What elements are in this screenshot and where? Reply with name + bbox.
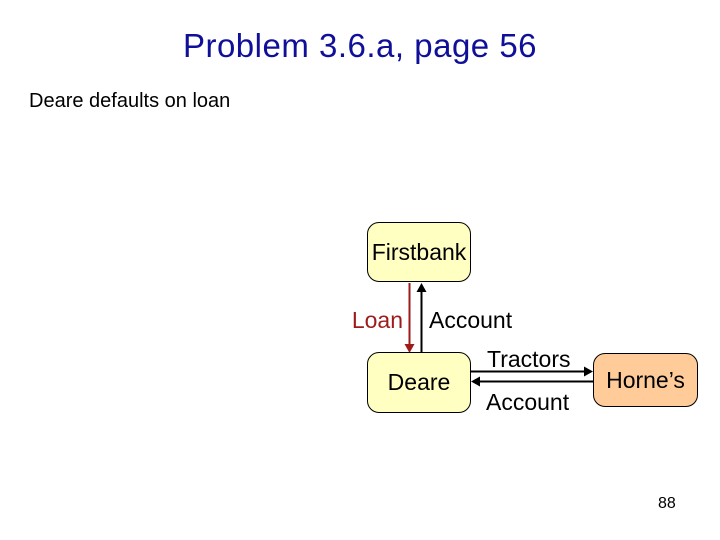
slide-title: Problem 3.6.a, page 56	[182, 27, 538, 64]
account-left-arrow	[471, 376, 593, 387]
slide-page-number: 88	[658, 495, 676, 512]
node-hornes: Horne’s	[593, 353, 698, 407]
node-firstbank-label: Firstbank	[371, 238, 467, 265]
node-deare-label: Deare	[387, 369, 451, 395]
edge-label-loan: Loan	[351, 307, 403, 333]
node-hornes-label: Horne’s	[606, 366, 685, 393]
account-up-arrow	[416, 283, 427, 352]
node-deare: Deare	[367, 352, 471, 413]
loan-arrow	[404, 283, 415, 353]
edge-label-account-left: Account	[486, 389, 570, 415]
slide-subtitle: Deare defaults on loan	[29, 90, 231, 112]
node-firstbank: Firstbank	[367, 222, 471, 282]
edge-label-account-up: Account	[429, 307, 513, 333]
edge-label-tractors: Tractors	[487, 346, 571, 372]
